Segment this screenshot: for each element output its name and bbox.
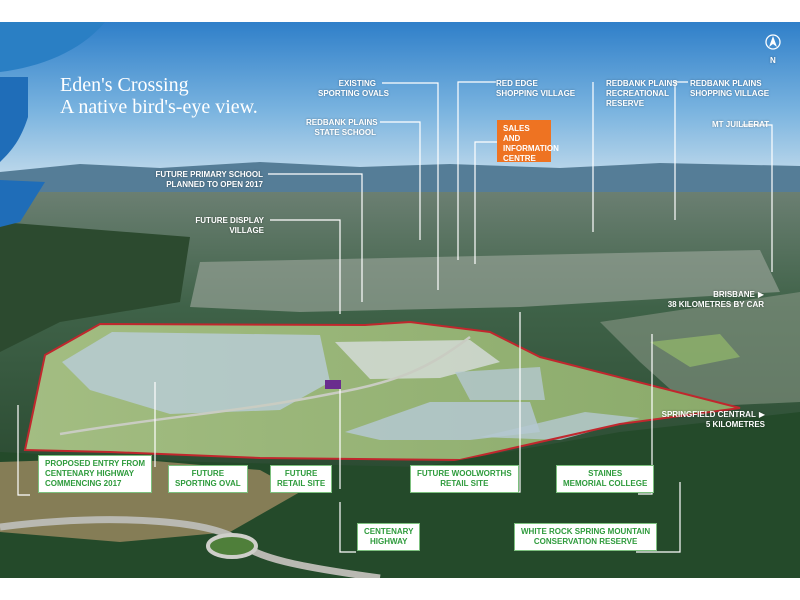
label-line: VILLAGE [229,226,264,235]
label-line: CENTRE [503,154,536,163]
box-line: FUTURE [284,469,318,478]
box-centenary-highway: CENTENARY HIGHWAY [357,523,421,551]
label-line: RECREATIONAL [606,89,669,98]
retail-site-marker [325,380,341,389]
brand-shape-left [0,77,28,162]
label-line: FUTURE PRIMARY SCHOOL [155,170,263,179]
roundabout [206,533,258,559]
label-line: STATE SCHOOL [314,128,376,137]
forest-left [0,222,190,352]
label-line: SHOPPING VILLAGE [496,89,576,98]
box-line: HIGHWAY [369,537,408,546]
parcel-display [335,340,500,379]
label-existing-sporting-ovals: EXISTING SPORTING OVALS [318,79,389,99]
box-future-retail-site: FUTURE RETAIL SITE [270,465,333,493]
label-mt-juillerat: MT JUILLERAT [712,120,769,130]
brand-shape-mid [0,180,45,227]
label-line: SALES AND [503,124,530,143]
box-staines-memorial-college: STAINES MEMORIAL COLLEGE [556,465,655,493]
box-line: WHITE ROCK SPRING MOUNTAIN [521,527,651,536]
compass-letter: N [770,56,776,65]
triangle-right-icon: ▶ [758,410,765,419]
parcel-east [455,367,545,400]
label-line: REDBANK PLAINS [606,79,678,88]
parcel-west [62,332,330,414]
label-line: EXISTING [338,79,376,88]
label-line: REDBANK PLAINS [690,79,762,88]
distant-hills [0,162,800,197]
label-line: PLANNED TO OPEN 2017 [166,180,263,189]
label-line: BRISBANE▶ [650,290,764,300]
label-line: FUTURE DISPLAY [195,216,264,225]
box-line: PROPOSED ENTRY FROM [45,459,146,468]
label-line-text: SPRINGFIELD CENTRAL [661,410,756,419]
page-title: Eden's Crossing [60,74,189,96]
grass-right [650,334,740,367]
box-line: FUTURE WOOLWORTHS [417,469,512,478]
label-line: MT JUILLERAT [712,120,770,129]
label-future-primary-school: FUTURE PRIMARY SCHOOL PLANNED TO OPEN 20… [150,170,263,190]
label-redbank-plains-shopping-village: REDBANK PLAINS SHOPPING VILLAGE [690,79,769,99]
label-red-edge-shopping-village: RED EDGE SHOPPING VILLAGE [496,79,575,99]
label-line: SPORTING OVALS [318,89,389,98]
box-line: SPORTING OVAL [175,479,241,488]
box-future-sporting-oval: FUTURE SPORTING OVAL [168,465,248,493]
label-future-display-village: FUTURE DISPLAY VILLAGE [190,216,264,236]
label-line: INFORMATION [503,144,559,153]
label-springfield-central: SPRINGFIELD CENTRAL▶ 5 KILOMETRES [660,410,765,430]
label-line: REDBANK PLAINS [306,118,378,127]
label-redbank-plains-state-school: REDBANK PLAINS STATE SCHOOL [306,118,378,138]
box-line: RETAIL SITE [277,479,326,488]
label-line-text: BRISBANE [713,290,755,299]
box-white-rock-conservation-reserve: WHITE ROCK SPRING MOUNTAIN CONSERVATION … [514,523,658,551]
box-line: RETAIL SITE [440,479,489,488]
label-line: RESERVE [606,99,645,108]
suburb-band [190,250,780,312]
box-line: FUTURE [191,469,225,478]
label-line: 5 KILOMETRES [705,420,765,429]
box-future-woolworths: FUTURE WOOLWORTHS RETAIL SITE [410,465,519,493]
triangle-right-icon: ▶ [757,290,764,299]
site-boundary [23,320,741,462]
box-proposed-entry: PROPOSED ENTRY FROM CENTENARY HIGHWAY CO… [38,455,153,493]
label-line: RED EDGE [496,79,538,88]
internal-road [59,335,471,436]
parcel-south [345,402,540,440]
north-arrow-needle [769,36,777,47]
label-line: 38 KILOMETRES BY CAR [667,300,764,309]
label-line: SPRINGFIELD CENTRAL▶ [660,410,765,420]
north-arrow-icon [765,34,781,50]
label-brisbane: BRISBANE▶ 38 KILOMETRES BY CAR [650,290,764,310]
box-line: STAINES [588,469,623,478]
page-subtitle: A native bird's-eye view. [60,96,258,118]
label-line: SHOPPING VILLAGE [690,89,770,98]
box-line: CENTENARY HIGHWAY [45,469,135,478]
aerial-photo [0,22,800,578]
label-redbank-plains-recreational-reserve: REDBANK PLAINS RECREATIONAL RESERVE [606,79,678,109]
box-line: MEMORIAL COLLEGE [563,479,648,488]
box-line: COMMENCING 2017 [45,479,122,488]
sky [0,22,800,182]
box-line: CENTENARY [364,527,414,536]
sales-information-centre-box: SALES AND INFORMATION CENTRE [497,120,559,163]
brand-shape-top [0,22,105,72]
box-line: CONSERVATION RESERVE [533,537,638,546]
